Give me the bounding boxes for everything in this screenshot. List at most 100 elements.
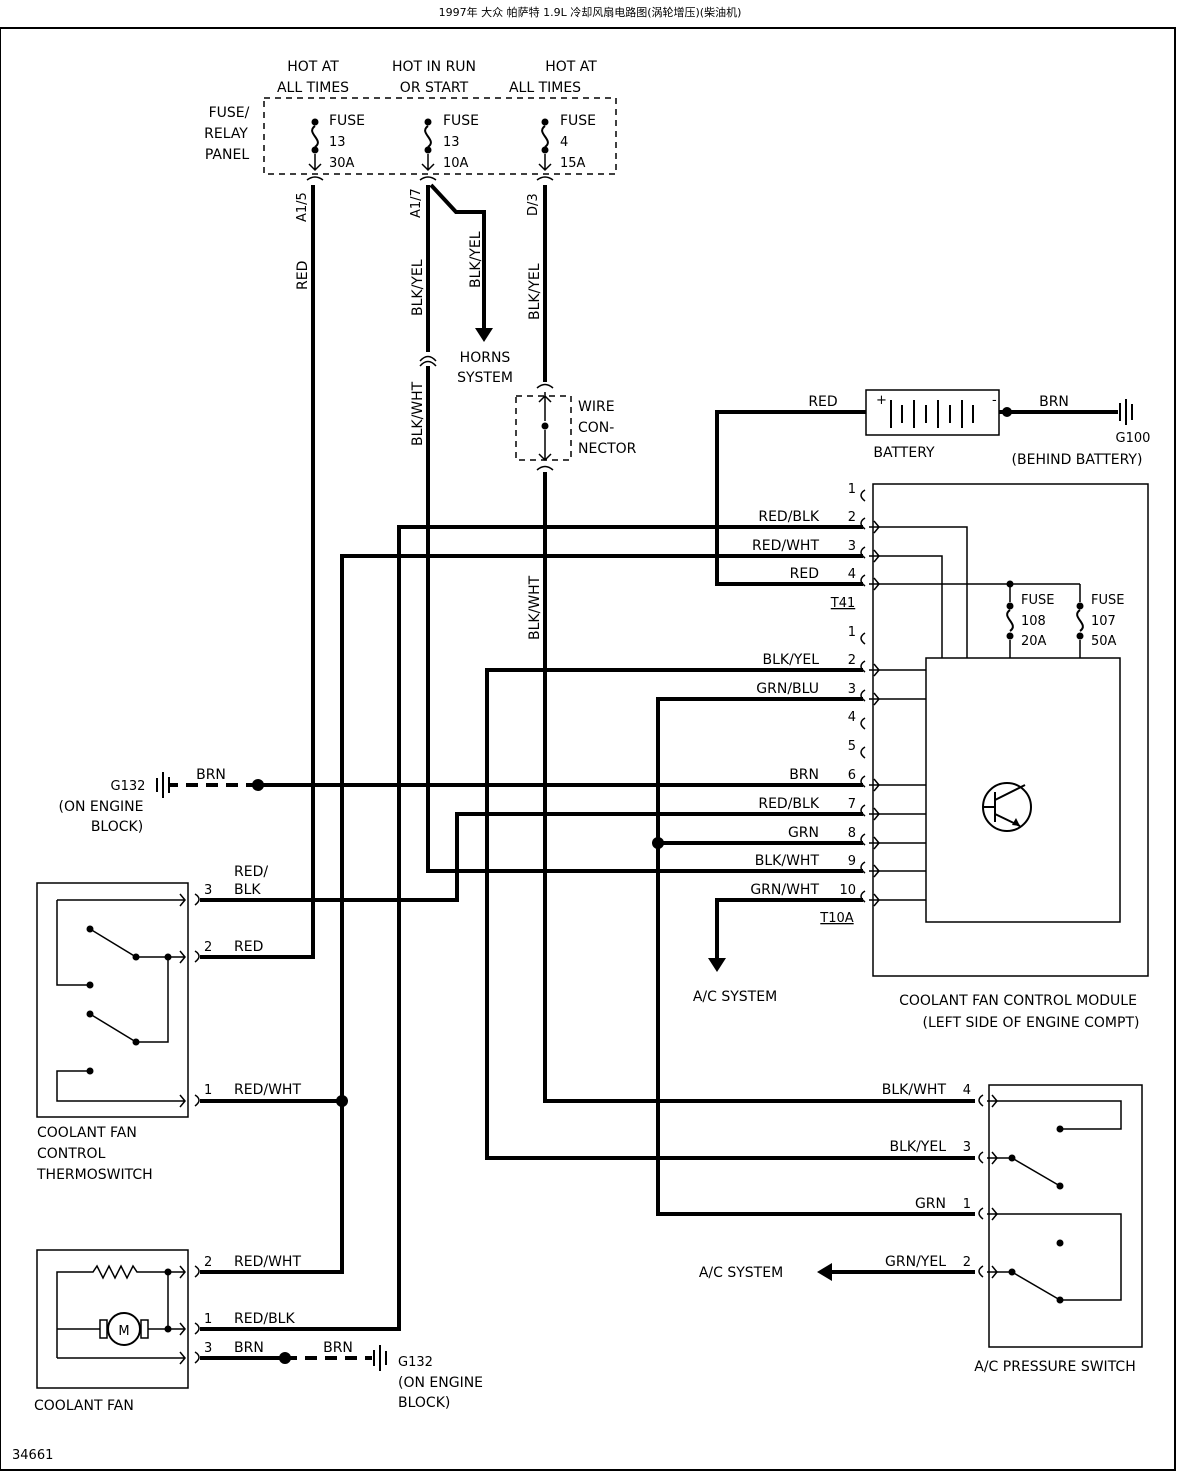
- t10a-pin-5: 5: [848, 739, 856, 754]
- splice-brn-g132: [252, 779, 264, 791]
- wire-grnblu-t10a-pressure: [656, 697, 975, 1216]
- thermoswitch-label-3: THERMOSWITCH: [36, 1167, 153, 1183]
- pressure-switch-label: A/C PRESSURE SWITCH: [974, 1359, 1135, 1375]
- fuse-panel-label-1: FUSE/: [209, 105, 250, 121]
- wire-red-fuse13-thermo: [200, 185, 315, 959]
- fuse13a-head-2: ALL TIMES: [277, 80, 349, 96]
- label-blkyel-2: BLK/YEL: [527, 263, 543, 320]
- label-blkwht-1: BLK/WHT: [410, 381, 426, 446]
- label-redwht-thermo: RED/WHT: [234, 1082, 301, 1098]
- label-grn-pressure: GRN: [915, 1196, 946, 1212]
- fan-pin-1: 1: [204, 1312, 212, 1327]
- label-blkwht-pressure: BLK/WHT: [882, 1082, 947, 1098]
- g132-name-2: G132: [398, 1355, 433, 1370]
- thermo-pin-3: 3: [204, 883, 212, 898]
- ac-system-arrow-left-icon: [817, 1263, 832, 1281]
- fuse-13-10a-symbol: [419, 118, 437, 181]
- terminal-a1-7: A1/7: [409, 188, 424, 218]
- coolant-fan-label: COOLANT FAN: [34, 1398, 134, 1414]
- label-blk: BLK: [234, 882, 261, 898]
- t10a-pin-6: 6: [848, 768, 856, 783]
- splice-brn-fan: [279, 1352, 291, 1364]
- t10a-pin-10: 10: [839, 883, 856, 898]
- wire-blkyel-t10a-pressure: [485, 668, 975, 1160]
- label-brn-battery: BRN: [1039, 394, 1069, 410]
- battery-plus: +: [876, 393, 887, 408]
- fuse107-number: 107: [1091, 614, 1116, 629]
- fuse13a-number: 13: [329, 135, 346, 150]
- g100-location: (BEHIND BATTERY): [1012, 452, 1143, 468]
- fuse13a-head-1: HOT AT: [287, 59, 339, 75]
- fuse13b-number: 13: [443, 135, 460, 150]
- fuse-panel-outline: [263, 97, 617, 175]
- label-redblk-t41: RED/BLK: [758, 509, 819, 525]
- label-red-battery: RED: [808, 394, 837, 410]
- horns-label-1: HORNS: [460, 350, 511, 366]
- label-blkyel-1: BLK/YEL: [410, 259, 426, 316]
- wire-connector-label-1: WIRE: [578, 399, 615, 415]
- coolant-fan-control-module: [872, 483, 1149, 977]
- ground-g132-icon: [156, 772, 170, 798]
- t10a-pin-7: 7: [848, 797, 856, 812]
- label-red-t41: RED: [790, 566, 819, 582]
- terminal-a1-5: A1/5: [295, 192, 310, 222]
- pressure-pin-2: 2: [963, 1255, 971, 1270]
- wire-blkyel-horns: [429, 183, 486, 328]
- wire-red-battery: [715, 410, 866, 586]
- label-grnblu-t10a: GRN/BLU: [756, 681, 819, 697]
- g132-location-2a: (ON ENGINE: [398, 1375, 483, 1391]
- terminal-d-3: D/3: [526, 193, 541, 216]
- fuse4-head-1: HOT AT: [545, 59, 597, 75]
- fuse-relay-panel: FUSE/ RELAY PANEL HOT AT ALL TIMES FUSE …: [204, 59, 617, 222]
- fuse13b-head-2: OR START: [400, 80, 469, 96]
- t41-pin-2: 2: [848, 510, 856, 525]
- g100-name: G100: [1116, 431, 1151, 446]
- connector-t41: [860, 489, 880, 591]
- thermoswitch-label-2: CONTROL: [37, 1146, 106, 1162]
- resistor-icon: [56, 1264, 186, 1329]
- coolant-fan: [36, 1249, 200, 1389]
- thermoswitch-label-1: COOLANT FAN: [37, 1125, 137, 1141]
- fuse4-number: 4: [560, 135, 568, 150]
- fuse4-head-2: ALL TIMES: [509, 80, 581, 96]
- t10a-pin-1: 1: [848, 625, 856, 640]
- label-redwht-fan: RED/WHT: [234, 1254, 301, 1270]
- ac-system-arrow-icon: [708, 958, 726, 972]
- figure-number: 34661: [12, 1448, 53, 1463]
- fuse107-amps: 50A: [1091, 634, 1117, 649]
- module-outline: [872, 483, 1149, 977]
- t10a-pin-8: 8: [848, 826, 856, 841]
- g132-location-1b: BLOCK): [91, 819, 143, 835]
- wire-blkwht-to-pressure-4: [543, 472, 975, 1103]
- wire-blkwht-to-t10a-9: [426, 366, 863, 873]
- horns-arrow-icon: [475, 328, 493, 342]
- fuse13b-amps: 10A: [443, 156, 469, 171]
- wire-redwht-t41-fan: [200, 554, 863, 1274]
- label-red-slash: RED/: [234, 864, 268, 880]
- battery-symbol: [865, 389, 1000, 436]
- motor-icon: [107, 1312, 141, 1346]
- ac-pressure-switch: [978, 1084, 1143, 1348]
- fuse108-amps: 20A: [1021, 634, 1047, 649]
- fuse13b-head-1: HOT IN RUN: [392, 59, 476, 75]
- g132-location-1a: (ON ENGINE: [58, 799, 143, 815]
- t10a-pin-9: 9: [848, 854, 856, 869]
- fan-pin-3: 3: [204, 1341, 212, 1356]
- horns-label-2: SYSTEM: [457, 370, 513, 386]
- wire-grnwht-ac: [715, 898, 863, 958]
- label-redblk-fan: RED/BLK: [234, 1311, 295, 1327]
- label-blkwht-t10a: BLK/WHT: [755, 853, 820, 869]
- t41-pin-1: 1: [848, 482, 856, 497]
- wire-connector-label-2: CON-: [578, 420, 614, 436]
- fuse13b-word: FUSE: [443, 113, 479, 129]
- wire-connector-label-3: NECTOR: [578, 441, 637, 457]
- t10a-pin-4: 4: [848, 710, 856, 725]
- ac-system-label-1: A/C SYSTEM: [693, 989, 777, 1005]
- diagram-frame: [0, 27, 1176, 1471]
- pressure-switch-outline: [988, 1084, 1143, 1348]
- t41-pin-3: 3: [848, 539, 856, 554]
- fuse4-amps: 15A: [560, 156, 586, 171]
- g132-location-2b: BLOCK): [398, 1395, 450, 1411]
- diagram-title: 1997年 大众 帕萨特 1.9L 冷却风扇电路图(涡轮增压)(柴油机): [439, 5, 742, 19]
